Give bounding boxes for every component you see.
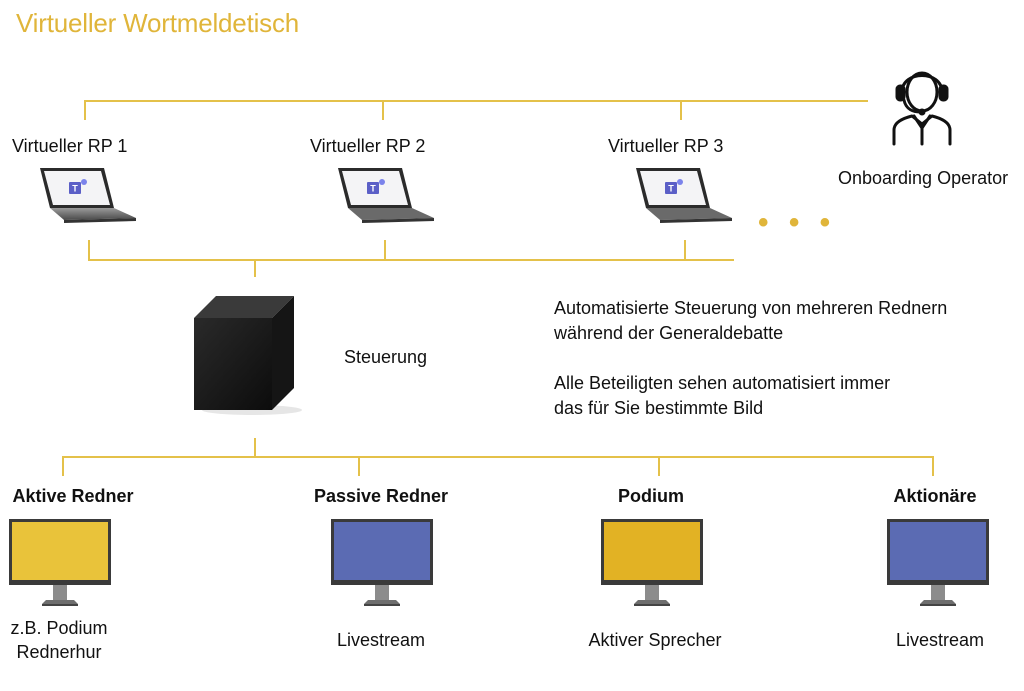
control-out-line [254, 438, 256, 458]
output-caption-1b: Rednerhur [16, 642, 102, 662]
rp-label-1: Virtueller RP 1 [12, 136, 128, 156]
mid-bus-line [88, 259, 734, 261]
top-drop-line-1 [84, 100, 86, 120]
page-title: Virtueller Wortmeldetisch [16, 8, 300, 38]
output-caption-3: Aktiver Sprecher [588, 630, 722, 650]
monitor-icon [601, 519, 703, 606]
output-caption-2: Livestream [336, 630, 426, 650]
monitor-icon [9, 519, 111, 606]
svg-text:T: T [72, 184, 78, 194]
info-line-4: das für Sie bestimmte Bild [554, 398, 764, 418]
output-caption-4: Livestream [895, 630, 985, 650]
info-line-2: während der Generaldebatte [554, 323, 784, 343]
mid-drop-line-1 [88, 240, 90, 260]
rp-label-2: Virtueller RP 2 [310, 136, 426, 156]
headset-person-icon [892, 71, 952, 146]
top-bus-line [84, 100, 868, 102]
monitor-icon [887, 519, 989, 606]
output-title-3: Podium [618, 486, 684, 506]
info-line-3: Alle Beteiligten sehen automatisiert imm… [554, 373, 891, 393]
bottom-drop-line-2 [358, 456, 360, 476]
info-line-1: Automatisierte Steuerung von mehreren Re… [554, 298, 948, 318]
mid-drop-line-2 [384, 240, 386, 260]
svg-text:T: T [370, 184, 376, 194]
output-title-2: Passive Redner [313, 486, 449, 506]
laptop-teams-icon: T [40, 168, 136, 223]
svg-text:T: T [668, 184, 674, 194]
black-cube-icon [194, 296, 302, 415]
operator-label: Onboarding Operator [838, 168, 1009, 188]
output-caption-1a: z.B. Podium [10, 618, 108, 638]
bottom-drop-line-3 [658, 456, 660, 476]
bottom-drop-line-4 [932, 456, 934, 476]
more-dots: • • • [758, 206, 837, 239]
monitor-icon [331, 519, 433, 606]
laptop-teams-icon: T [338, 168, 434, 223]
control-label: Steuerung [344, 347, 428, 367]
mid-drop-line-3 [684, 240, 686, 260]
bottom-bus-line [62, 456, 934, 458]
top-drop-line-3 [680, 100, 682, 120]
top-drop-line-2 [382, 100, 384, 120]
control-in-line [254, 259, 256, 277]
laptop-teams-icon: T [636, 168, 732, 223]
output-title-4: Aktionäre [893, 486, 977, 506]
rp-label-3: Virtueller RP 3 [608, 136, 724, 156]
output-title-1: Aktive Redner [12, 486, 134, 506]
bottom-drop-line-1 [62, 456, 64, 476]
